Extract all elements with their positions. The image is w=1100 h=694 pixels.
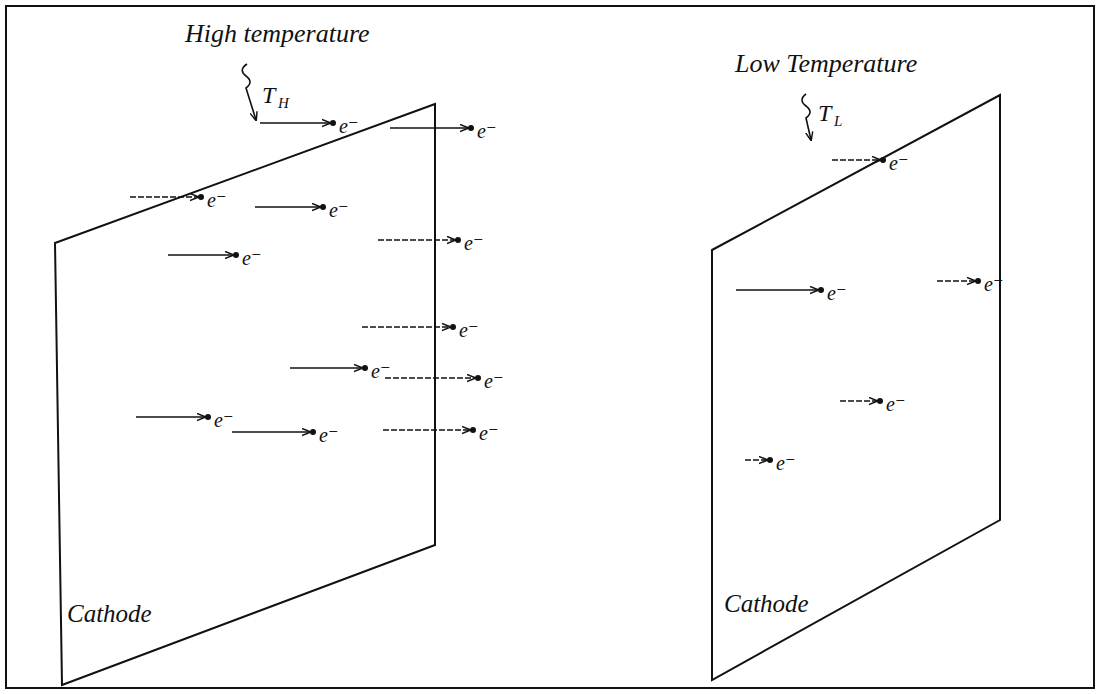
electron-dot xyxy=(475,375,481,381)
arrow xyxy=(736,289,818,291)
frame xyxy=(6,6,1094,688)
electron-dot xyxy=(975,278,981,284)
electron-label: e⁻ xyxy=(459,319,478,341)
electron-label: e⁻ xyxy=(329,199,348,221)
arrow xyxy=(390,127,468,129)
electron-dot xyxy=(767,457,773,463)
electron-dot xyxy=(320,204,326,210)
arrow xyxy=(383,429,470,431)
subscript: L xyxy=(834,113,842,130)
arrow xyxy=(136,416,205,418)
electron-dot xyxy=(362,365,368,371)
electron-label: e⁻ xyxy=(339,115,358,137)
arrow xyxy=(832,159,880,161)
symbol: T xyxy=(262,82,275,108)
electron-label: e⁻ xyxy=(319,424,338,446)
electron-label: e⁻ xyxy=(464,232,483,254)
arrow xyxy=(745,459,767,461)
arrow xyxy=(130,196,198,198)
cathode-plate: Cathode xyxy=(712,95,1000,680)
electron-dot xyxy=(470,427,476,433)
heading: Low Temperature xyxy=(735,50,917,79)
arrow xyxy=(378,239,455,241)
arrow xyxy=(232,431,310,433)
plate-label: Cathode xyxy=(724,590,809,618)
electron-dot xyxy=(450,324,456,330)
arrow xyxy=(385,377,475,379)
arrow xyxy=(937,280,975,282)
electron-dot xyxy=(818,287,824,293)
arrow xyxy=(290,367,362,369)
subscript: H xyxy=(278,95,289,112)
electron-label: e⁻ xyxy=(889,152,908,174)
squiggle-arrow xyxy=(242,64,256,120)
electron-label: e⁻ xyxy=(479,422,498,444)
electron-dot xyxy=(198,194,204,200)
electron-label: e⁻ xyxy=(776,452,795,474)
symbol: T xyxy=(818,100,831,126)
electron-label: e⁻ xyxy=(827,282,846,304)
cathode-plate: Cathode xyxy=(55,104,435,685)
arrow xyxy=(168,254,233,256)
electron-label: e⁻ xyxy=(886,393,905,415)
arrow xyxy=(362,326,450,328)
electron-label: e⁻ xyxy=(214,409,233,431)
plate-label: Cathode xyxy=(67,600,152,628)
plate-outline xyxy=(55,104,435,685)
electron-label: e⁻ xyxy=(484,370,503,392)
squiggle-arrow xyxy=(802,94,811,140)
electron-dot xyxy=(330,120,336,126)
electron-dot xyxy=(310,429,316,435)
electron-label: e⁻ xyxy=(207,189,226,211)
arrow xyxy=(255,206,320,208)
electron-dot xyxy=(455,237,461,243)
electron-dot xyxy=(233,252,239,258)
arrow xyxy=(260,122,330,124)
heading: High temperature xyxy=(185,20,370,49)
electron-label: e⁻ xyxy=(477,120,496,142)
electron-label: e⁻ xyxy=(984,273,1003,295)
electron-dot xyxy=(877,398,883,404)
arrow xyxy=(840,400,877,402)
electron-label: e⁻ xyxy=(242,247,261,269)
electron-arrows xyxy=(130,120,981,463)
electron-dot xyxy=(205,414,211,420)
electron-label: e⁻ xyxy=(371,360,390,382)
electron-dot xyxy=(468,125,474,131)
